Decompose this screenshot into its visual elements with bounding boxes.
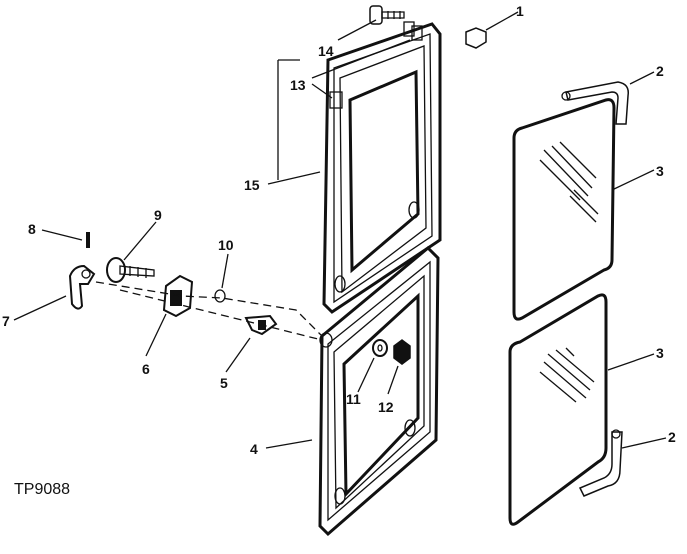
cap-nut — [465, 27, 487, 49]
callout-13: 13 — [290, 77, 306, 93]
shaft-washer — [106, 257, 155, 283]
figure-id: TP9088 — [14, 481, 70, 498]
leader-lines — [13, 11, 667, 449]
lower-nut — [393, 339, 411, 365]
callout-1: 1 — [516, 3, 524, 19]
handle — [68, 264, 96, 310]
upper-seal-strip — [561, 81, 630, 125]
upper-glass-panel — [512, 98, 616, 321]
lower-glass-panel — [508, 293, 608, 526]
small-washer — [214, 289, 226, 303]
callout-2-upper: 2 — [656, 63, 664, 79]
callout-8: 8 — [28, 221, 36, 237]
callout-12: 12 — [378, 399, 394, 415]
lower-window-frame — [318, 245, 440, 537]
roll-pin — [86, 232, 90, 248]
lower-seal-strip — [578, 429, 623, 497]
callout-14: 14 — [318, 43, 334, 59]
lower-washer — [372, 339, 388, 357]
callout-2-lower: 2 — [668, 429, 676, 445]
callout-11: 11 — [346, 391, 361, 407]
callout-3-upper: 3 — [656, 163, 664, 179]
callout-3-lower: 3 — [656, 345, 664, 361]
callout-15: 15 — [244, 177, 260, 193]
callout-5: 5 — [220, 375, 228, 391]
callout-6: 6 — [142, 361, 150, 377]
callout-4: 4 — [250, 441, 258, 457]
callout-7: 7 — [2, 313, 10, 329]
callout-10: 10 — [218, 237, 234, 253]
bolt — [369, 5, 405, 25]
callout-9: 9 — [154, 207, 162, 223]
